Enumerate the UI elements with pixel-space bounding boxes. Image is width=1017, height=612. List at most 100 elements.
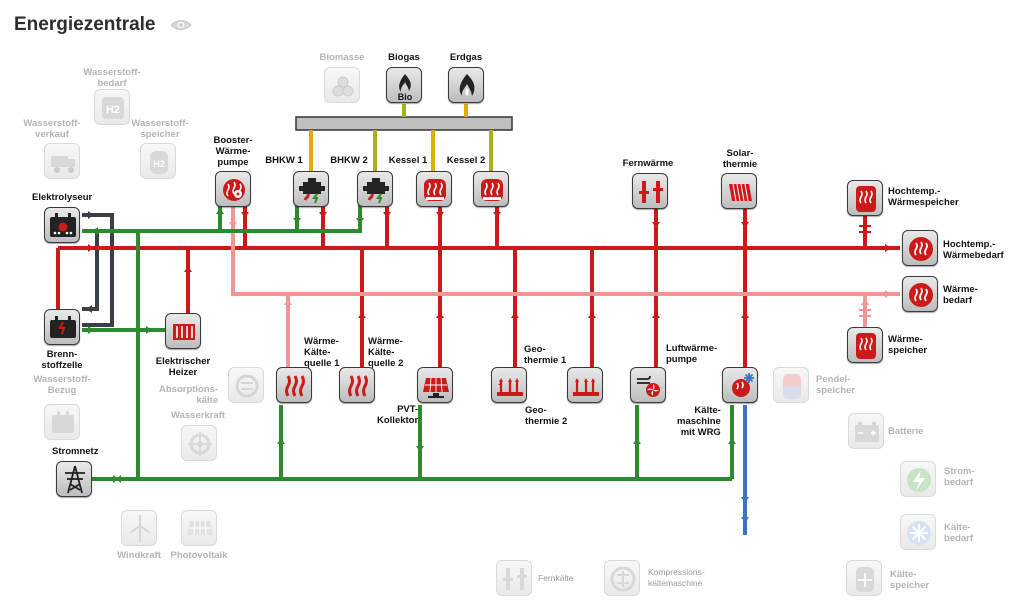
heat-pump-icon: [223, 179, 245, 201]
solarthermie-node[interactable]: [721, 173, 757, 209]
electric-heater-icon: [173, 324, 195, 340]
geo2-node[interactable]: [567, 367, 603, 403]
flame-bio-icon: Bio: [398, 74, 413, 102]
heizer-node[interactable]: [165, 313, 201, 349]
bio-badge: Bio: [398, 92, 413, 102]
bhkw2-node[interactable]: [357, 171, 393, 207]
flow-arrows-light: [229, 222, 891, 305]
waermespeicher-node[interactable]: [847, 327, 883, 363]
erdgas-node[interactable]: [448, 67, 484, 103]
storage-tank-icon: [856, 333, 876, 359]
geothermal-icon: [573, 378, 599, 396]
booster-node[interactable]: [215, 171, 251, 207]
geo1-node[interactable]: [491, 367, 527, 403]
hochtemp-speicher-node[interactable]: [847, 180, 883, 216]
photovoltaik-label: Photovoltaik: [170, 550, 228, 561]
compressor-icon: [610, 566, 636, 592]
wind-turbine-icon: [130, 515, 150, 542]
absorption-node[interactable]: [228, 367, 264, 403]
kessel1-node[interactable]: [416, 171, 452, 207]
svg-text:H2: H2: [106, 104, 120, 116]
waermebedarf-node[interactable]: [902, 276, 938, 312]
fernkaelte-node[interactable]: [496, 560, 532, 596]
pvt-node[interactable]: [417, 367, 453, 403]
heat-demand-icon: [909, 237, 933, 261]
wasserstoffbezug-node[interactable]: [44, 404, 80, 440]
snowflake-icon: [907, 521, 931, 545]
elektrolyseur-node[interactable]: [44, 207, 80, 243]
air-heat-pump-icon: [637, 375, 660, 397]
lightning-icon: [907, 468, 931, 492]
fuel-cell-icon: [50, 316, 76, 338]
fernwaerme-label: Fernwärme: [622, 158, 674, 169]
bhkw2-label: BHKW 2: [330, 155, 368, 166]
kaeltespeicher-node[interactable]: [846, 560, 882, 596]
wkq1-node[interactable]: [276, 367, 312, 403]
windkraft-node[interactable]: [121, 510, 157, 546]
wasserstoffbedarf-node[interactable]: H2: [94, 89, 130, 125]
brennstoffzelle-label: Brenn- stoffzelle: [41, 349, 83, 371]
kessel2-node[interactable]: [473, 171, 509, 207]
h2-supply-icon: [52, 411, 74, 433]
hochtemp-bedarf-node[interactable]: [902, 230, 938, 266]
strombedarf-label: Strom- bedarf: [944, 466, 975, 488]
erdgas-label: Erdgas: [449, 52, 483, 63]
bhkw1-label: BHKW 1: [265, 155, 303, 166]
boiler-icon: [481, 179, 503, 201]
pendelspeicher-label: Pendel- speicher: [816, 374, 856, 396]
fernwaerme-node[interactable]: [632, 173, 668, 209]
storage-tank-icon: [856, 186, 876, 212]
wasserkraft-node[interactable]: [181, 425, 217, 461]
truck-icon: [51, 156, 75, 173]
elektrolyseur-label: Elektrolyseur: [32, 192, 93, 203]
absorption-icon: [235, 374, 259, 398]
brennstoffzelle-node[interactable]: [44, 309, 80, 345]
valve-icon: [859, 309, 871, 317]
flame-icon: [459, 74, 475, 96]
kessel1-label: Kessel 1: [388, 155, 428, 166]
heizer-label: Elektrischer Heizer: [155, 356, 211, 378]
fernkaelte-label: Fernkälte: [538, 573, 574, 583]
kessel2-label: Kessel 2: [446, 155, 486, 166]
wasserstoffverkauf-label: Wasserstoff- verkauf: [23, 118, 81, 140]
page-title: Energiezentrale: [14, 14, 156, 35]
solar-thermal-icon: [729, 183, 752, 202]
booster-label: Booster- Wärme- pumpe: [213, 135, 253, 168]
engine-icon: [299, 178, 325, 204]
biomasse-node[interactable]: [324, 67, 360, 103]
geo1-label: Geo- thermie 1: [524, 344, 567, 366]
h2-icon: H2: [102, 97, 124, 119]
kompressionskaelte-label: Kompressions- kältemaschine: [648, 567, 705, 588]
h2-tank-icon: H2: [150, 151, 168, 174]
flow-arrows-green: [88, 208, 736, 483]
solarthermie-label: Solar- thermie: [722, 148, 758, 170]
cold-storage-icon: [856, 567, 874, 592]
logs-icon: [332, 76, 354, 97]
pendelspeicher-node[interactable]: [773, 367, 809, 403]
bhkw1-node[interactable]: [293, 171, 329, 207]
valve-icon: [859, 225, 871, 233]
kaeltebedarf-label: Kälte- bedarf: [944, 522, 974, 544]
biomasse-label: Biomasse: [319, 52, 365, 63]
wasserstoffverkauf-node[interactable]: [44, 143, 80, 179]
kaeltemaschine-node[interactable]: [722, 367, 758, 403]
kompressionskaelte-node[interactable]: [604, 560, 640, 596]
kaeltebedarf-node[interactable]: [900, 514, 936, 550]
luftwp-node[interactable]: [630, 367, 666, 403]
stromnetz-node[interactable]: [56, 461, 92, 497]
power-pylon-icon: [65, 465, 85, 494]
strombedarf-node[interactable]: [900, 461, 936, 497]
photovoltaik-node[interactable]: [181, 510, 217, 546]
wasserstoffspeicher-node[interactable]: H2: [140, 143, 176, 179]
heat-demand-icon: [909, 283, 933, 307]
batterie-node[interactable]: [848, 413, 884, 449]
boiler-icon: [424, 179, 446, 201]
buffer-tank-icon: [783, 374, 801, 399]
windkraft-label: Windkraft: [117, 550, 161, 561]
wasserstoffspeicher-label: Wasserstoff- speicher: [131, 118, 189, 140]
eye-icon[interactable]: [170, 18, 192, 32]
flow-arrows: [88, 212, 891, 318]
biogas-node[interactable]: Bio: [386, 67, 422, 103]
kaeltespeicher-label: Kälte- speicher: [890, 569, 930, 591]
wkq2-node[interactable]: [339, 367, 375, 403]
